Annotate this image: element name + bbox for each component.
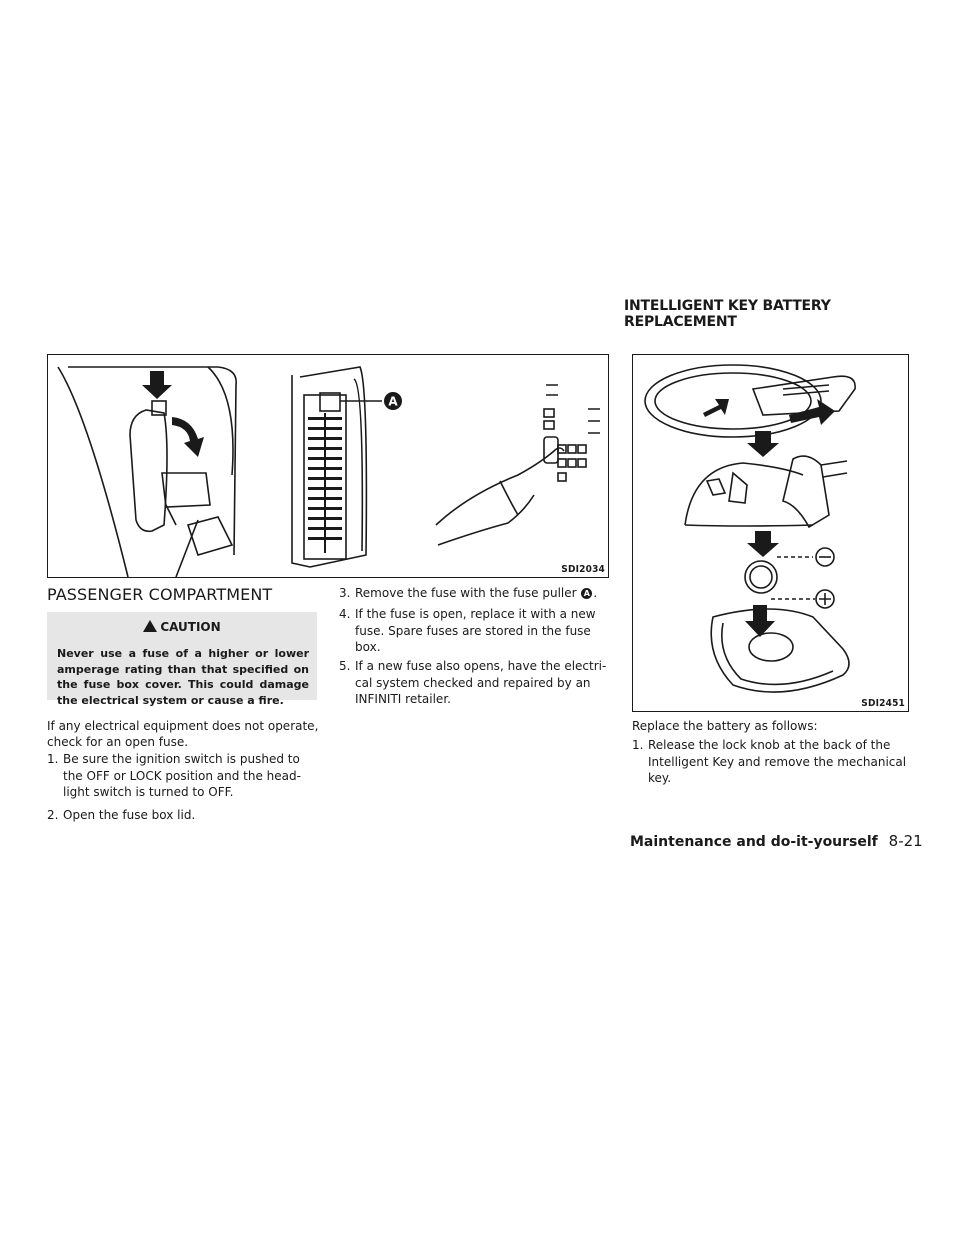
step-text: Release the lock knob at the back of the… — [648, 738, 907, 785]
step-number: 2. — [47, 808, 59, 822]
key-battery-figure: SDI2451 — [632, 354, 909, 712]
step-number: 3. — [339, 586, 351, 600]
callout-letter: A — [388, 395, 398, 409]
list-item: 2. Open the fuse box lid. — [47, 807, 319, 824]
step-text: If a new fuse also opens, have the elect… — [355, 659, 607, 706]
fuse-box-figure: A SDI2034 — [47, 354, 609, 578]
step-text: If the fuse is open, replace it with a n… — [355, 607, 596, 654]
list-item: 3. Remove the fuse with the fuse puller … — [339, 585, 611, 602]
page-footer: Maintenance and do-it-yourself 8-21 — [630, 832, 930, 850]
page-number: 8-21 — [888, 832, 923, 850]
step-number: 4. — [339, 607, 351, 621]
list-item: 5. If a new fuse also opens, have the el… — [339, 658, 611, 708]
caution-box: CAUTION Never use a fuse of a higher or … — [47, 612, 317, 707]
figure-code: SDI2034 — [561, 564, 605, 575]
callout-letter: A — [581, 588, 593, 599]
intro-paragraph: If any electrical equipment does not ope… — [47, 719, 319, 749]
key-battery-illustration — [644, 364, 856, 693]
step-number: 5. — [339, 659, 351, 673]
step-text: Be sure the ignition switch is pushed to… — [63, 752, 301, 799]
caution-text: Never use a fuse of a higher or lower am… — [57, 647, 309, 707]
step-text: Open the fuse box lid. — [63, 808, 196, 822]
caution-heading: CAUTION — [47, 620, 317, 634]
fuse-box-illustration: A — [57, 366, 600, 577]
arrow-icon — [142, 371, 204, 457]
list-item: 4. If the fuse is open, replace it with … — [339, 606, 611, 656]
step-text: Remove the fuse with the fuse puller A. — [355, 586, 598, 600]
arrow-icon — [703, 399, 835, 637]
list-item: 1. Release the lock knob at the back of … — [632, 737, 907, 787]
battery-intro: Replace the battery as follows: — [632, 719, 818, 733]
footer-chapter: Maintenance and do-it-yourself — [630, 834, 878, 850]
section-title: INTELLIGENT KEY BATTERY REPLACEMENT — [624, 298, 831, 330]
figure-code: SDI2451 — [861, 698, 905, 709]
step-number: 1. — [632, 738, 644, 752]
step-number: 1. — [47, 752, 59, 766]
list-item: 1. Be sure the ignition switch is pushed… — [47, 751, 319, 801]
warning-icon — [143, 620, 158, 632]
section-heading: PASSENGER COMPARTMENT — [47, 585, 273, 604]
